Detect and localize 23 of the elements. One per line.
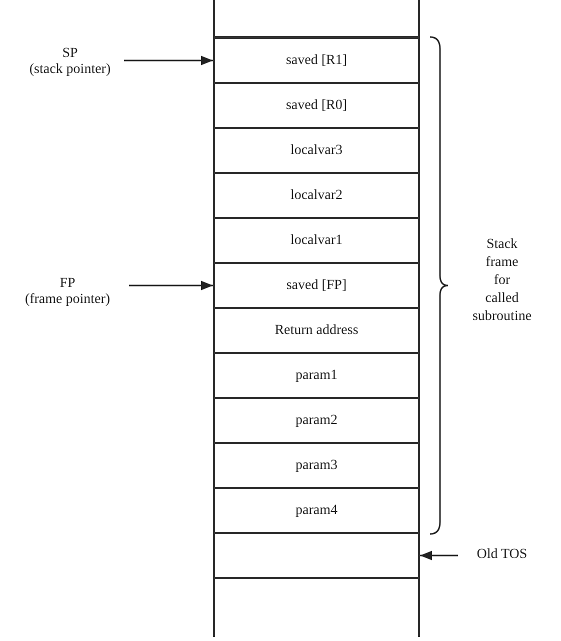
stack-slot: param2: [213, 397, 420, 444]
arrow: [129, 280, 213, 290]
stack-slot: saved [R0]: [213, 82, 420, 129]
empty-stack-slot: [213, 532, 420, 579]
stack-slot: saved [R1]: [213, 37, 420, 84]
stack-slot: Return address: [213, 307, 420, 354]
pointer-description: (stack pointer): [29, 62, 111, 78]
pointer-label: FP: [60, 276, 76, 292]
brace-label: Stack frame for called subroutine: [471, 236, 533, 326]
stack-slot: localvar2: [213, 172, 420, 219]
empty-stack-slot: [213, 0, 420, 38]
pointer-label: Old TOS: [476, 547, 528, 563]
stack-slot: localvar1: [213, 217, 420, 264]
stack-slot: param1: [213, 352, 420, 399]
arrow: [420, 550, 458, 560]
arrow: [124, 56, 213, 66]
stack-slot: saved [FP]: [213, 262, 420, 309]
pointer-label: SP: [62, 46, 78, 62]
stack-slot: param4: [213, 487, 420, 534]
pointer-description: (frame pointer): [24, 292, 110, 308]
empty-stack-slot: [213, 577, 420, 637]
stack-slot: param3: [213, 442, 420, 489]
stack-slot: localvar3: [213, 127, 420, 174]
